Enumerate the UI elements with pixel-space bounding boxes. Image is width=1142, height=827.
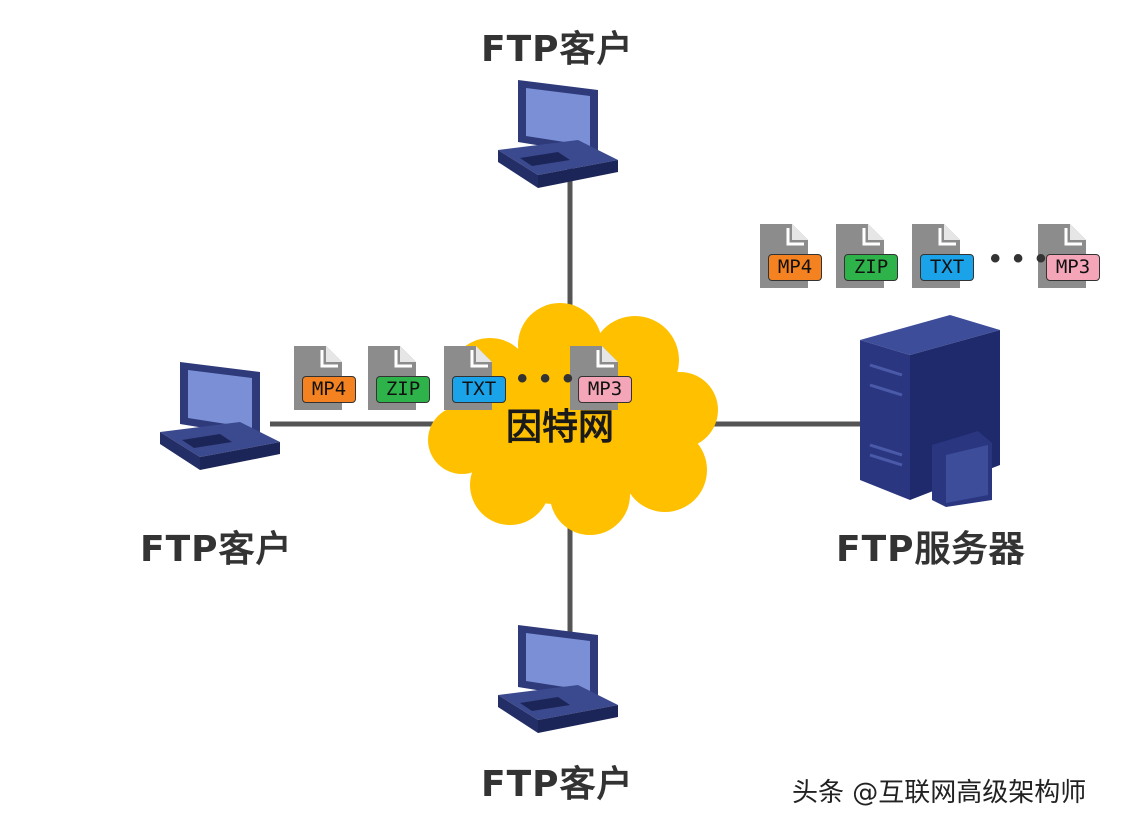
label-client-left: FTP客户 — [140, 529, 293, 570]
client-file-tag: MP4 — [302, 376, 356, 403]
server-icon — [860, 315, 1000, 507]
server-file-mp3: MP3 — [1036, 222, 1100, 292]
ellipsis-client: • • • — [517, 362, 576, 395]
client-file-tag: MP3 — [578, 376, 632, 403]
client-file-txt: TXT — [442, 344, 506, 414]
ellipsis-server: • • • — [990, 242, 1049, 275]
client-file-mp4: MP4 — [292, 344, 356, 414]
server-file-tag: TXT — [920, 254, 974, 281]
server-file-zip: ZIP — [834, 222, 898, 292]
computer-top-icon — [498, 80, 618, 188]
client-file-zip: ZIP — [366, 344, 430, 414]
server-file-tag: MP4 — [768, 254, 822, 281]
computer-bottom-icon — [498, 625, 618, 733]
server-file-txt: TXT — [910, 222, 974, 292]
computer-left-icon — [160, 362, 280, 470]
label-internet: 因特网 — [506, 407, 615, 448]
client-file-tag: ZIP — [376, 376, 430, 403]
server-file-mp4: MP4 — [758, 222, 822, 292]
label-server: FTP服务器 — [836, 529, 1026, 570]
client-file-mp3: MP3 — [568, 344, 632, 414]
label-client-bottom: FTP客户 — [481, 764, 634, 805]
client-file-tag: TXT — [452, 376, 506, 403]
server-file-tag: MP3 — [1046, 254, 1100, 281]
label-client-top: FTP客户 — [481, 29, 634, 70]
watermark-text: 头条 @互联网高级架构师 — [792, 778, 1087, 808]
server-file-tag: ZIP — [844, 254, 898, 281]
